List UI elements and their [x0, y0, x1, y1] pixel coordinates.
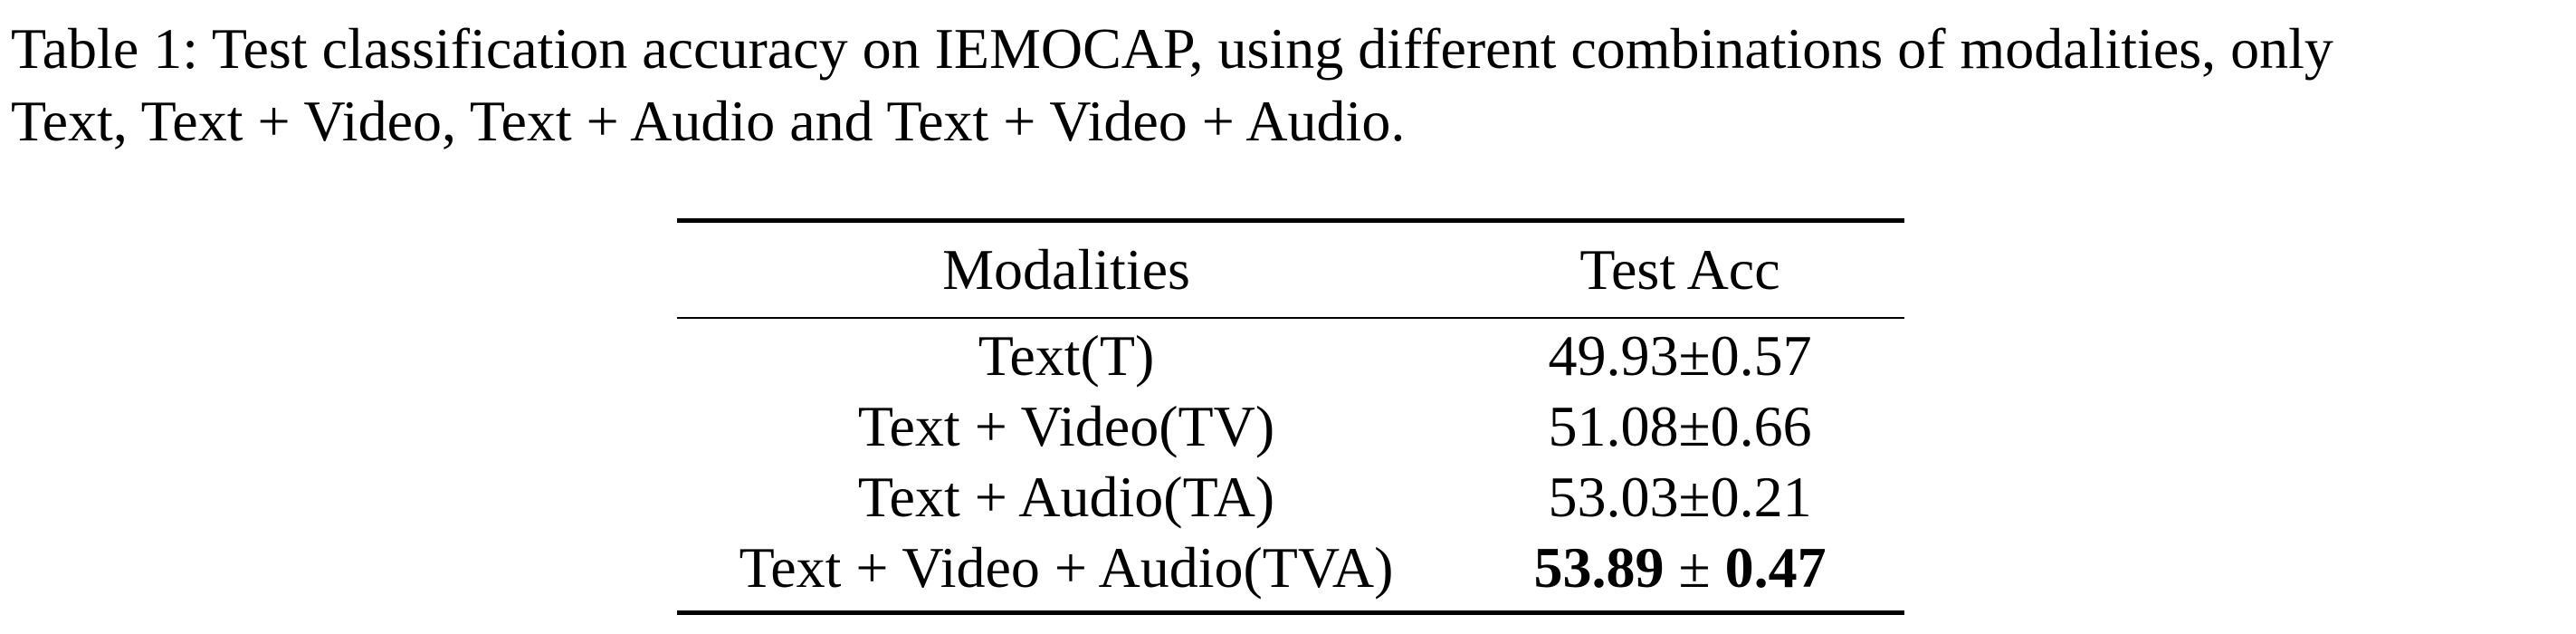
caption-line-2: Text, Text + Video, Text + Audio and Tex… [11, 89, 1406, 153]
table-caption: Table 1: Test classification accuracy on… [11, 13, 2563, 158]
cell-modality: Text(T) [978, 323, 1155, 388]
header-test-acc: Test Acc [1579, 237, 1780, 302]
table-row-best: Text + Video + Audio(TVA) 53.89 ± 0.47 [677, 533, 1904, 613]
acc-best-error: 0.47 [1724, 535, 1827, 600]
results-table-wrapper: Modalities Test Acc Text(T) 49.93±0.57 T… [677, 218, 1904, 615]
results-table: Modalities Test Acc Text(T) 49.93±0.57 T… [677, 218, 1904, 615]
acc-best-value: 53.89 [1533, 535, 1665, 600]
cell-modality: Text + Audio(TA) [857, 465, 1275, 529]
cell-acc: 51.08±0.66 [1548, 394, 1812, 458]
cell-acc: 53.03±0.21 [1548, 465, 1812, 529]
cell-acc-best: 53.89 ± 0.47 [1455, 533, 1904, 613]
table-header-row: Modalities Test Acc [677, 220, 1904, 318]
cell-modality: Text + Video(TV) [857, 394, 1275, 458]
cell-modality: Text + Video + Audio(TVA) [739, 535, 1394, 600]
cell-acc: 49.93±0.57 [1548, 323, 1812, 388]
caption-line-1: Table 1: Test classification accuracy on… [11, 16, 2333, 81]
table-row: Text(T) 49.93±0.57 [677, 318, 1904, 391]
header-modalities: Modalities [942, 237, 1190, 302]
table-row: Text + Audio(TA) 53.03±0.21 [677, 462, 1904, 533]
table-row: Text + Video(TV) 51.08±0.66 [677, 391, 1904, 462]
acc-plus-minus: ± [1664, 535, 1725, 600]
